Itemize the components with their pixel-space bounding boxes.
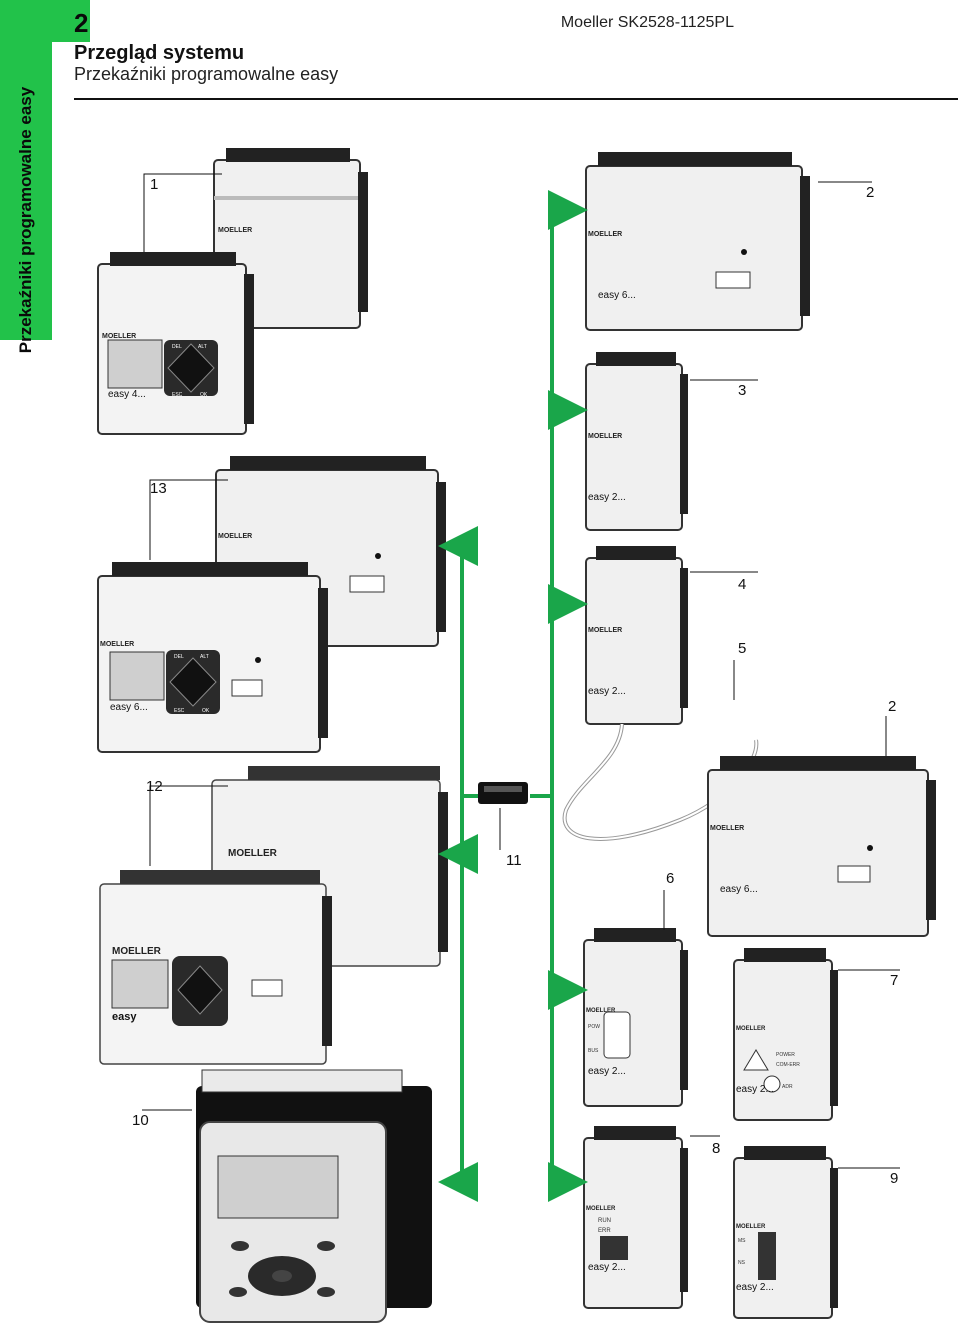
device-2b-brand: MOELLER [710, 825, 744, 832]
device-13r-brand: MOELLER [218, 533, 252, 540]
device-12-model: easy [112, 1011, 137, 1023]
device-8-err: ERR [598, 1228, 611, 1234]
device-13-key-esc: ESC [174, 708, 185, 714]
device-easy2-8 [583, 1126, 688, 1309]
callout-6: 6 [666, 870, 675, 887]
device-8-brand: MOELLER [586, 1206, 616, 1212]
device-7-adr: ADR [782, 1084, 793, 1090]
device-7-com-err: COM-ERR [776, 1062, 800, 1068]
callout-11: 11 [506, 852, 522, 869]
device-easy2-6 [583, 928, 688, 1107]
callout-2-mid: 2 [888, 698, 897, 715]
device-easy2-3 [585, 352, 688, 531]
device-easy800-front [99, 870, 332, 1065]
device-12-brand: MOELLER [112, 946, 162, 957]
device-easy2-7 [733, 948, 838, 1121]
device-2b-model: easy 6... [720, 884, 758, 895]
header-rule [74, 98, 958, 100]
device-13-key-alt: ALT [200, 654, 209, 660]
device-1-key-ok: OK [200, 392, 208, 398]
device-2-brand: MOELLER [588, 231, 622, 238]
device-13-key-del: DEL [174, 654, 184, 660]
callout-8: 8 [712, 1140, 721, 1157]
device-9-ns: NS [738, 1260, 746, 1266]
device-easy6-front [97, 562, 328, 753]
callout-2-top: 2 [866, 184, 875, 201]
device-mfd-panel [196, 1069, 432, 1323]
device-13-model: easy 6... [110, 702, 148, 713]
device-9-brand: MOELLER [736, 1224, 766, 1230]
callout-leaders [142, 173, 900, 1169]
device-8-model: easy 2... [588, 1262, 626, 1273]
callout-9: 9 [890, 1170, 899, 1187]
callout-3: 3 [738, 382, 747, 399]
device-easy2-4 [585, 546, 688, 725]
device-easy2-9 [733, 1146, 838, 1319]
callout-13: 13 [150, 480, 167, 497]
document-code: Moeller SK2528-1125PL [560, 14, 734, 31]
device-4-brand: MOELLER [588, 627, 622, 634]
device-7-power: POWER [776, 1052, 795, 1058]
device-1r-brand: MOELLER [218, 227, 252, 234]
device-13-brand: MOELLER [100, 641, 134, 648]
device-1-key-esc: ESC [172, 392, 183, 398]
device-2-model: easy 6... [598, 290, 636, 301]
callout-12: 12 [146, 778, 163, 795]
device-7-model: easy 2... [736, 1084, 774, 1095]
page-title: Przegląd systemu [74, 42, 245, 64]
device-6-brand: MOELLER [586, 1008, 616, 1014]
device-7-brand: MOELLER [736, 1026, 766, 1032]
device-1-key-alt: ALT [198, 344, 207, 350]
callout-1: 1 [150, 176, 159, 193]
device-6-bus: BUS [588, 1048, 599, 1054]
callout-5: 5 [738, 640, 747, 657]
chapter-number-box [52, 0, 90, 42]
device-4-model: easy 2... [588, 686, 626, 697]
device-1-model: easy 4... [108, 389, 146, 400]
device-8-run: RUN [598, 1218, 611, 1224]
side-tab: Przekaźniki programowalne easy [0, 0, 90, 353]
device-1-key-del: DEL [172, 344, 182, 350]
device-13-key-ok: OK [202, 708, 210, 714]
device-12r-brand: MOELLER [228, 848, 278, 859]
device-3-model: easy 2... [588, 492, 626, 503]
callout-7: 7 [890, 972, 899, 989]
device-6-pow: POW [588, 1024, 600, 1030]
device-9-model: easy 2... [736, 1282, 774, 1293]
device-9-ms: MS [738, 1238, 746, 1244]
chapter-number: 2 [74, 8, 89, 38]
device-1-brand: MOELLER [102, 333, 136, 340]
callout-10: 10 [132, 1112, 149, 1129]
device-easy6-expansion-mid [707, 756, 936, 937]
page-subtitle: Przekaźniki programowalne easy [74, 64, 339, 84]
device-easy6-expansion-top [585, 152, 810, 331]
callout-4: 4 [738, 576, 747, 593]
device-3-brand: MOELLER [588, 433, 622, 440]
connection-arrows [438, 190, 588, 1202]
device-easy4-front [97, 252, 254, 435]
device-6-model: easy 2... [588, 1066, 626, 1077]
plug-connector [478, 782, 528, 804]
